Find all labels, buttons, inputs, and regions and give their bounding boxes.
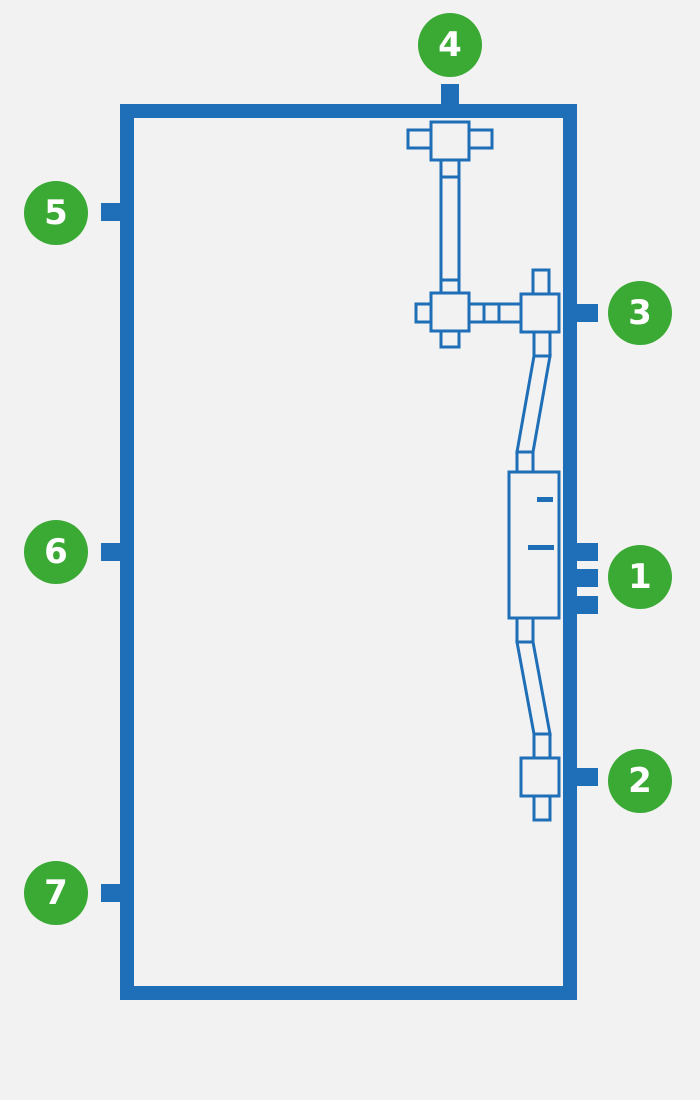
top-gear-box xyxy=(429,120,471,162)
badge-3-circle xyxy=(608,281,672,345)
middle-gear-bottom xyxy=(439,328,461,349)
side-linkage xyxy=(507,268,561,822)
connector-rod xyxy=(467,302,525,324)
door-frame xyxy=(120,104,577,1000)
bolt-left-upper xyxy=(101,203,121,221)
badge-3-label: 3 xyxy=(628,293,652,333)
badge-7: 7 xyxy=(24,861,88,925)
badge-2-label: 2 xyxy=(628,761,652,801)
locking-bolts xyxy=(101,84,598,902)
badge-1-circle xyxy=(608,545,672,609)
bolt-right-lower xyxy=(576,768,598,786)
badge-7-circle xyxy=(24,861,88,925)
upper-right-gear-box xyxy=(519,292,561,334)
lock-case-slot-upper xyxy=(537,497,553,502)
top-lock-mechanism xyxy=(406,120,525,349)
badge-3: 3 xyxy=(608,281,672,345)
upper-diagonal-rod xyxy=(515,354,552,454)
badge-2-circle xyxy=(608,749,672,813)
badge-5-label: 5 xyxy=(44,193,68,233)
bolt-left-middle xyxy=(101,543,121,561)
lower-right-rod-stub xyxy=(532,794,552,822)
middle-gear-box xyxy=(429,291,471,333)
badge-4-label: 4 xyxy=(438,25,462,65)
upper-right-rod-stub xyxy=(531,268,551,298)
badge-5-circle xyxy=(24,181,88,245)
lower-upper-rod-joint xyxy=(515,616,535,644)
badge-1: 1 xyxy=(608,545,672,609)
badge-4: 4 xyxy=(418,13,482,77)
badge-2: 2 xyxy=(608,749,672,813)
badge-4-circle xyxy=(418,13,482,77)
bolt-right-main-3 xyxy=(576,596,598,614)
badge-6-circle xyxy=(24,520,88,584)
upper-right-rod-joint xyxy=(532,330,552,358)
lock-case-slot-lower xyxy=(528,545,554,550)
bolt-left-lower xyxy=(101,884,121,902)
bolt-right-upper xyxy=(576,304,598,322)
badge-6: 6 xyxy=(24,520,88,584)
badge-1-label: 1 xyxy=(628,557,652,597)
lower-right-gear-box xyxy=(519,756,561,798)
badge-5: 5 xyxy=(24,181,88,245)
bolt-right-main-1 xyxy=(576,543,598,561)
badge-7-label: 7 xyxy=(44,873,68,913)
badge-6-label: 6 xyxy=(44,532,68,572)
lower-rod-joint xyxy=(532,732,552,760)
lower-diagonal-rod xyxy=(515,640,552,736)
bolt-right-main-2 xyxy=(576,569,598,587)
bolt-top xyxy=(441,84,459,106)
rod-joint-top xyxy=(439,175,461,282)
